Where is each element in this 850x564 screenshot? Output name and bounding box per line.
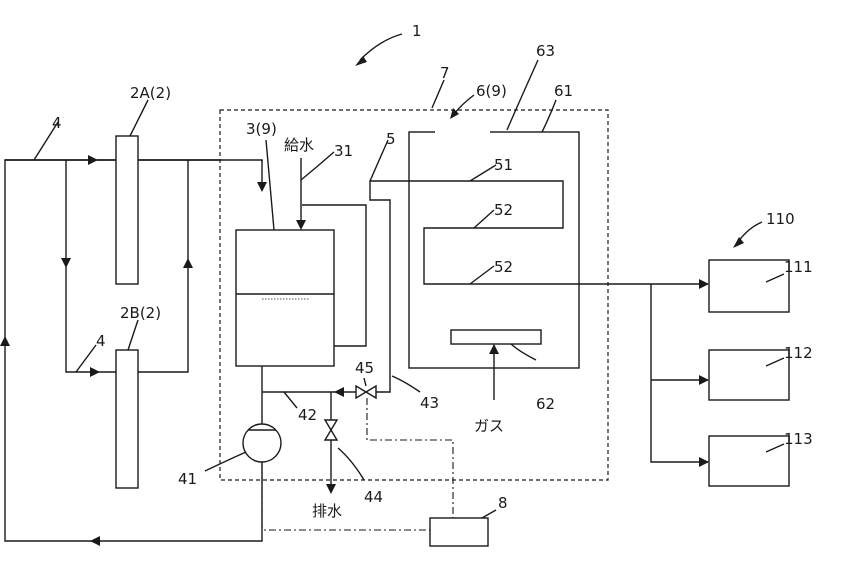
label-tank: 3(9) xyxy=(246,120,277,138)
label-burner-62: 62 xyxy=(536,395,555,413)
arrow-drain xyxy=(326,484,336,494)
leader-42 xyxy=(284,392,297,408)
leader-4-mid xyxy=(76,345,96,372)
label-pump-41: 41 xyxy=(178,470,197,488)
label-valve-45: 45 xyxy=(355,359,374,377)
label-coil-51: 51 xyxy=(494,156,513,174)
label-gas: ガス xyxy=(474,417,504,435)
arrow-to-111 xyxy=(699,279,709,289)
arrow-into-tank xyxy=(257,182,267,192)
valve-44-top xyxy=(325,420,337,430)
output-branch xyxy=(651,284,708,462)
arrow-leader-1 xyxy=(355,56,367,66)
label-controller-8: 8 xyxy=(498,494,508,512)
leader-6 xyxy=(454,95,474,114)
label-line-5: 5 xyxy=(386,130,396,148)
arrow-into-2b xyxy=(90,367,100,377)
label-enclosure-7: 7 xyxy=(440,64,450,82)
arrow-supply xyxy=(296,220,306,230)
label-coil-52b: 52 xyxy=(494,258,513,276)
pipe-43-segment xyxy=(370,181,408,392)
label-valve-44: 44 xyxy=(364,488,383,506)
leader-63 xyxy=(507,60,538,130)
burner-62 xyxy=(451,330,541,344)
leader-2b xyxy=(128,320,138,350)
leader-110 xyxy=(738,222,762,242)
label-pipe-43: 43 xyxy=(420,394,439,412)
branch-down xyxy=(66,160,116,372)
load-112 xyxy=(709,350,789,400)
label-pipe-4-mid: 4 xyxy=(96,332,106,350)
label-supply-water: 給水 xyxy=(284,136,314,154)
label-column-2a: 2A(2) xyxy=(130,84,171,102)
label-63: 63 xyxy=(536,42,555,60)
leader-3 xyxy=(266,140,274,230)
label-load-111: 111 xyxy=(784,258,813,276)
load-111 xyxy=(709,260,789,312)
label-load-112: 112 xyxy=(784,344,813,362)
column-2b xyxy=(116,350,138,488)
label-drain: 排水 xyxy=(312,502,342,520)
leader-7 xyxy=(432,80,444,108)
arrow-42-left xyxy=(334,387,344,397)
controller-8 xyxy=(430,518,488,546)
label-pipe-31: 31 xyxy=(334,142,353,160)
leader-1 xyxy=(360,34,402,60)
arrow-riser-up xyxy=(183,258,193,268)
label-column-2b: 2B(2) xyxy=(120,304,161,322)
label-pipe-4-top: 4 xyxy=(52,114,62,132)
leader-44 xyxy=(338,448,364,480)
label-unit-6: 6(9) xyxy=(476,82,507,100)
label-system: 1 xyxy=(412,22,422,40)
leader-43 xyxy=(392,376,420,392)
arrow-to-113 xyxy=(699,457,709,467)
arrow-pipe4-top xyxy=(88,155,98,165)
leader-41 xyxy=(205,452,246,471)
leader-31 xyxy=(301,152,334,180)
load-113 xyxy=(709,436,789,486)
column-2a xyxy=(116,136,138,284)
label-61: 61 xyxy=(554,82,573,100)
tank-3 xyxy=(236,230,334,366)
label-group-110: 110 xyxy=(766,210,795,228)
arrow-return-left xyxy=(90,536,100,546)
leader-61 xyxy=(542,100,556,132)
arrow-leader-110 xyxy=(733,237,744,248)
arrow-branch-down xyxy=(61,258,71,268)
leader-45 xyxy=(364,378,366,386)
label-load-113: 113 xyxy=(784,430,813,448)
label-coil-52a: 52 xyxy=(494,201,513,219)
control-line-pump xyxy=(262,462,430,530)
arrow-left-up xyxy=(0,336,10,346)
leader-8 xyxy=(482,510,496,518)
arrow-to-112 xyxy=(699,375,709,385)
valve-45-right xyxy=(366,386,376,398)
label-pipe-42: 42 xyxy=(298,406,317,424)
leader-2a xyxy=(130,100,148,136)
riser-2b xyxy=(138,160,188,372)
valve-44-bottom xyxy=(325,430,337,440)
valve-45-left xyxy=(356,386,366,398)
